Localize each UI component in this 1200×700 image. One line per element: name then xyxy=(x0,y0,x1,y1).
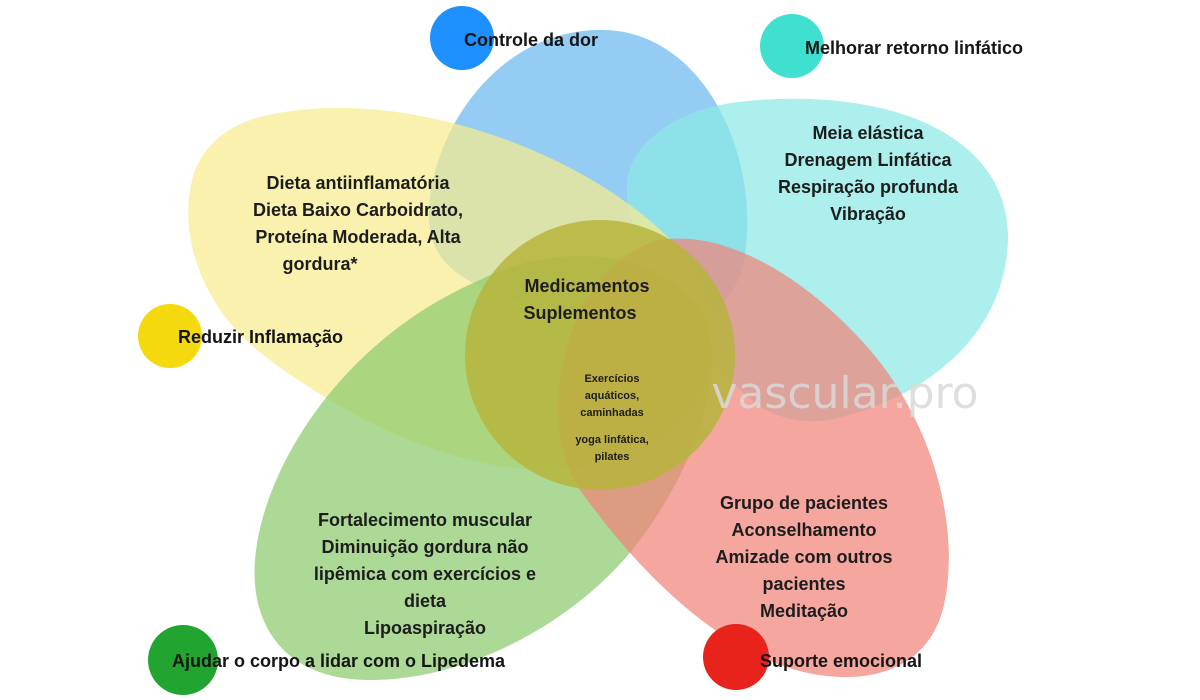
petal-line: Fortalecimento muscular xyxy=(318,510,532,530)
petal-text-emotional: Grupo de pacientes Aconselhamento Amizad… xyxy=(715,493,892,621)
center-small-line: pilates xyxy=(595,451,630,463)
legend-label-red: Suporte emocional xyxy=(760,651,922,671)
center-line: Medicamentos xyxy=(524,276,649,296)
petal-line: Proteína Moderada, Alta xyxy=(255,227,461,247)
petal-line: pacientes xyxy=(762,574,845,594)
petal-line: Diminuição gordura não xyxy=(321,537,528,557)
petal-line: Lipoaspiração xyxy=(364,618,486,638)
petal-text-body: Fortalecimento muscular Diminuição gordu… xyxy=(314,510,536,638)
center-circle xyxy=(465,220,735,490)
petal-text-lymph: Meia elástica Drenagem Linfática Respira… xyxy=(778,123,959,224)
petal-line: Vibração xyxy=(830,204,906,224)
legend-dot-yellow xyxy=(138,304,202,368)
center-small-line: Exercícios xyxy=(584,373,639,385)
petal-line: Dieta Baixo Carboidrato, xyxy=(253,200,463,220)
legend-dot-cyan xyxy=(760,14,824,78)
petal-line: Respiração profunda xyxy=(778,177,959,197)
petal-line: Dieta antiinflamatória xyxy=(266,173,450,193)
petal-line: gordura* xyxy=(282,254,357,274)
center-small-line: yoga linfática, xyxy=(575,434,648,446)
legend: Controle da dor Melhorar retorno linfáti… xyxy=(138,6,1023,695)
legend-dot-red xyxy=(703,624,769,690)
petal-line: Meditação xyxy=(760,601,848,621)
center-small-text: Exercícios aquáticos, caminhadas yoga li… xyxy=(575,373,648,463)
petal-line: Grupo de pacientes xyxy=(720,493,888,513)
legend-label-cyan: Melhorar retorno linfático xyxy=(805,38,1023,58)
petal-line: lipêmica com exercícios e xyxy=(314,564,536,584)
legend-label-blue: Controle da dor xyxy=(464,30,598,50)
center-line: Suplementos xyxy=(523,303,636,323)
legend-label-green: Ajudar o corpo a lidar com o Lipedema xyxy=(172,651,506,671)
petals xyxy=(188,29,1009,680)
legend-label-yellow: Reduzir Inflamação xyxy=(178,327,343,347)
center-small-line: aquáticos, xyxy=(585,390,639,402)
petal-line: Drenagem Linfática xyxy=(784,150,952,170)
center-small-line: caminhadas xyxy=(580,407,644,419)
center-text: Medicamentos Suplementos xyxy=(523,276,649,323)
petal-line: Amizade com outros xyxy=(715,547,892,567)
legend-dot-blue xyxy=(430,6,494,70)
petal-line: Aconselhamento xyxy=(731,520,876,540)
legend-dot-green xyxy=(148,625,218,695)
petal-text-inflammation: Dieta antiinflamatória Dieta Baixo Carbo… xyxy=(253,173,463,274)
petal-line: dieta xyxy=(404,591,447,611)
petal-line: Meia elástica xyxy=(812,123,924,143)
watermark-text: vascular.pro xyxy=(711,368,978,419)
